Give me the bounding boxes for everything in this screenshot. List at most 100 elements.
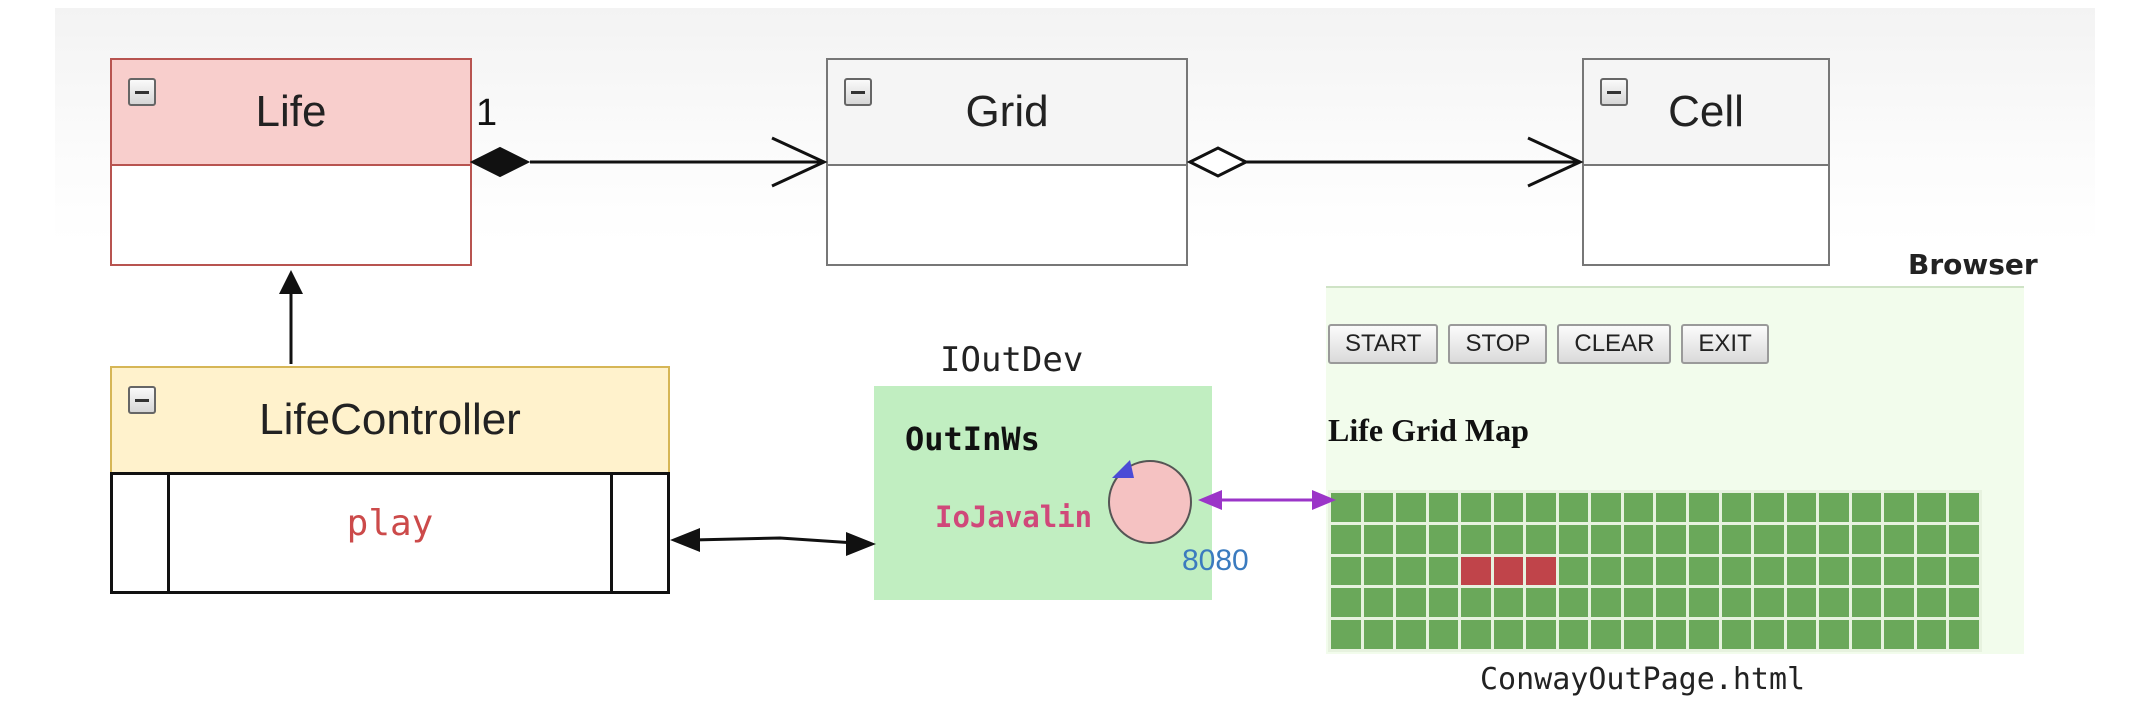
grid-cell[interactable] bbox=[1851, 556, 1882, 586]
grid-cell[interactable] bbox=[1656, 493, 1687, 522]
class-life[interactable]: Life bbox=[110, 58, 472, 266]
grid-cell[interactable] bbox=[1428, 524, 1459, 554]
grid-cell[interactable] bbox=[1786, 588, 1817, 618]
grid-cell[interactable] bbox=[1689, 493, 1719, 522]
grid-cell[interactable] bbox=[1428, 493, 1459, 522]
grid-cell[interactable] bbox=[1721, 556, 1752, 586]
grid-cell[interactable] bbox=[1689, 524, 1719, 554]
class-grid[interactable]: Grid bbox=[826, 58, 1188, 266]
grid-cell[interactable] bbox=[1493, 524, 1524, 554]
grid-cell[interactable] bbox=[1721, 620, 1752, 649]
grid-cell[interactable] bbox=[1363, 620, 1394, 649]
grid-cell[interactable] bbox=[1526, 524, 1556, 554]
grid-cell[interactable] bbox=[1884, 620, 1914, 649]
grid-cell[interactable] bbox=[1591, 588, 1621, 618]
grid-cell-alive[interactable] bbox=[1493, 556, 1524, 586]
collapse-icon[interactable] bbox=[128, 386, 156, 414]
grid-cell[interactable] bbox=[1396, 620, 1426, 649]
grid-cell[interactable] bbox=[1819, 556, 1849, 586]
collapse-icon[interactable] bbox=[844, 78, 872, 106]
grid-cell[interactable] bbox=[1331, 588, 1361, 618]
grid-cell-alive[interactable] bbox=[1526, 556, 1556, 586]
grid-cell[interactable] bbox=[1656, 556, 1687, 586]
grid-cell[interactable] bbox=[1526, 620, 1556, 649]
grid-cell[interactable] bbox=[1623, 588, 1654, 618]
grid-cell[interactable] bbox=[1428, 620, 1459, 649]
grid-cell[interactable] bbox=[1623, 493, 1654, 522]
grid-cell[interactable] bbox=[1363, 493, 1394, 522]
grid-cell[interactable] bbox=[1623, 620, 1654, 649]
grid-cell[interactable] bbox=[1916, 524, 1947, 554]
grid-cell[interactable] bbox=[1428, 556, 1459, 586]
grid-cell[interactable] bbox=[1819, 620, 1849, 649]
start-button[interactable]: START bbox=[1328, 324, 1439, 364]
grid-cell[interactable] bbox=[1949, 524, 1979, 554]
grid-cell[interactable] bbox=[1754, 556, 1784, 586]
grid-cell[interactable] bbox=[1754, 588, 1784, 618]
grid-cell[interactable] bbox=[1786, 620, 1817, 649]
grid-cell[interactable] bbox=[1949, 588, 1979, 618]
grid-cell[interactable] bbox=[1949, 493, 1979, 522]
grid-cell[interactable] bbox=[1721, 588, 1752, 618]
grid-cell[interactable] bbox=[1591, 620, 1621, 649]
grid-cell[interactable] bbox=[1884, 588, 1914, 618]
grid-cell[interactable] bbox=[1623, 524, 1654, 554]
grid-cell[interactable] bbox=[1851, 524, 1882, 554]
grid-cell[interactable] bbox=[1689, 588, 1719, 618]
grid-cell[interactable] bbox=[1851, 493, 1882, 522]
class-lifecontroller[interactable]: LifeController bbox=[110, 366, 670, 472]
collapse-icon[interactable] bbox=[128, 78, 156, 106]
grid-cell[interactable] bbox=[1786, 524, 1817, 554]
grid-cell[interactable] bbox=[1754, 620, 1784, 649]
grid-cell[interactable] bbox=[1884, 493, 1914, 522]
grid-cell[interactable] bbox=[1949, 620, 1979, 649]
grid-cell[interactable] bbox=[1331, 493, 1361, 522]
grid-cell[interactable] bbox=[1786, 556, 1817, 586]
grid-cell[interactable] bbox=[1493, 588, 1524, 618]
grid-cell[interactable] bbox=[1558, 588, 1589, 618]
grid-cell[interactable] bbox=[1363, 556, 1394, 586]
grid-cell[interactable] bbox=[1721, 524, 1752, 554]
grid-cell[interactable] bbox=[1851, 588, 1882, 618]
grid-cell[interactable] bbox=[1819, 588, 1849, 618]
grid-cell[interactable] bbox=[1526, 588, 1556, 618]
grid-cell[interactable] bbox=[1526, 493, 1556, 522]
grid-cell[interactable] bbox=[1461, 493, 1491, 522]
grid-cell[interactable] bbox=[1461, 588, 1491, 618]
clear-button[interactable]: CLEAR bbox=[1557, 324, 1672, 364]
grid-cell[interactable] bbox=[1916, 620, 1947, 649]
grid-cell[interactable] bbox=[1493, 620, 1524, 649]
grid-cell[interactable] bbox=[1656, 588, 1687, 618]
grid-cell[interactable] bbox=[1656, 620, 1687, 649]
grid-cell[interactable] bbox=[1754, 524, 1784, 554]
grid-cell[interactable] bbox=[1656, 524, 1687, 554]
grid-cell[interactable] bbox=[1396, 588, 1426, 618]
play-process-box[interactable]: play bbox=[110, 472, 670, 594]
grid-cell[interactable] bbox=[1949, 556, 1979, 586]
grid-cell[interactable] bbox=[1916, 588, 1947, 618]
grid-cell[interactable] bbox=[1331, 556, 1361, 586]
grid-cell[interactable] bbox=[1493, 493, 1524, 522]
grid-cell[interactable] bbox=[1884, 524, 1914, 554]
grid-cell[interactable] bbox=[1916, 556, 1947, 586]
grid-cell[interactable] bbox=[1689, 620, 1719, 649]
grid-cell[interactable] bbox=[1689, 556, 1719, 586]
stop-button[interactable]: STOP bbox=[1448, 324, 1548, 364]
grid-cell[interactable] bbox=[1591, 524, 1621, 554]
grid-cell-alive[interactable] bbox=[1461, 556, 1491, 586]
life-grid-map[interactable] bbox=[1328, 490, 1982, 652]
grid-cell[interactable] bbox=[1331, 620, 1361, 649]
grid-cell[interactable] bbox=[1786, 493, 1817, 522]
grid-cell[interactable] bbox=[1558, 620, 1589, 649]
grid-cell[interactable] bbox=[1331, 524, 1361, 554]
grid-cell[interactable] bbox=[1558, 524, 1589, 554]
grid-cell[interactable] bbox=[1819, 524, 1849, 554]
grid-cell[interactable] bbox=[1721, 493, 1752, 522]
grid-cell[interactable] bbox=[1461, 620, 1491, 649]
grid-cell[interactable] bbox=[1396, 556, 1426, 586]
grid-cell[interactable] bbox=[1916, 493, 1947, 522]
grid-cell[interactable] bbox=[1363, 588, 1394, 618]
grid-cell[interactable] bbox=[1851, 620, 1882, 649]
grid-cell[interactable] bbox=[1591, 556, 1621, 586]
grid-cell[interactable] bbox=[1396, 524, 1426, 554]
